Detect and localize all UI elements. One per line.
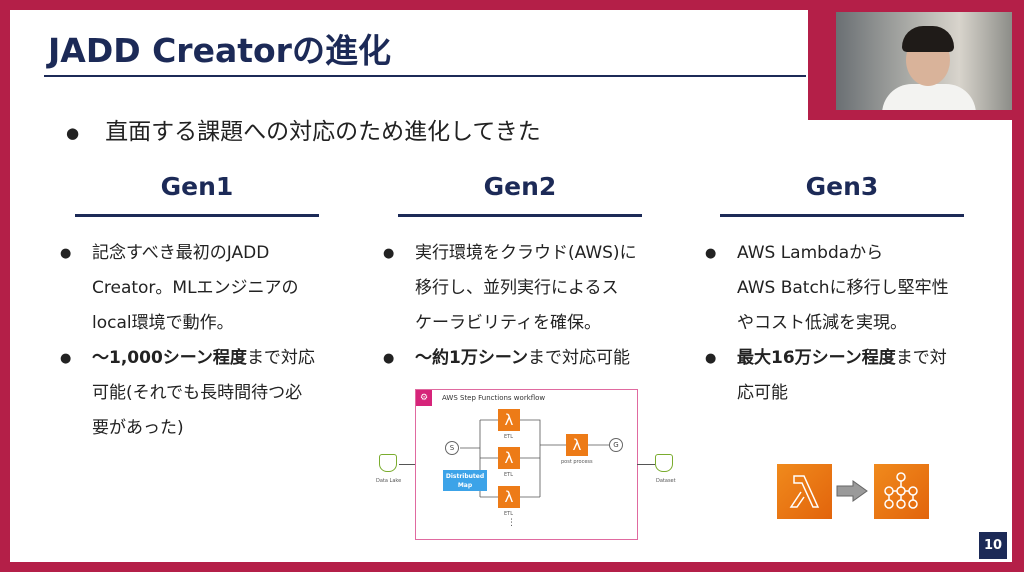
gen-description: ●実行環境をクラウド(AWS)に移行し、並列実行によるスケーラビリティを確保。 … <box>383 236 673 376</box>
dataset-label: Dataset <box>656 478 676 484</box>
text-line: Creator。MLエンジニアの <box>92 278 299 298</box>
text-line: やコスト低減を実現。 <box>737 313 907 333</box>
bullet: ● <box>705 246 717 261</box>
gen-heading: Gen1 <box>160 172 234 201</box>
text-line: local環境で動作。 <box>92 313 234 333</box>
post-process-label: post process <box>561 459 593 465</box>
highlight: 最大16万シーン程度 <box>737 348 896 368</box>
text-line: 実行環境をクラウド(AWS)に <box>415 243 637 263</box>
gen-divider <box>75 214 319 217</box>
text-line: 記念すべき最初のJADD <box>92 243 270 263</box>
text-line: 移行し、並列実行によるス <box>415 278 619 298</box>
more-dots: ⋮ <box>507 518 516 528</box>
etl-label: ETL <box>504 511 513 517</box>
title-divider <box>44 75 806 77</box>
diagram-title: AWS Step Functions workflow <box>442 394 546 402</box>
bullet: ● <box>383 246 395 261</box>
lead-bullet: ●直面する課題への対応のため進化してきた <box>66 119 541 145</box>
etl-label: ETL <box>504 472 513 478</box>
webcam-video <box>836 12 1012 110</box>
goal-node: G <box>609 438 623 452</box>
text-line: 応可能 <box>737 383 788 403</box>
highlight: 〜1,000シーン程度 <box>92 348 247 368</box>
start-node: S <box>445 441 459 455</box>
text: まで対応可能 <box>527 348 630 368</box>
highlight: 〜約1万シーン <box>415 348 528 368</box>
text-line: ケーラビリティを確保。 <box>415 313 601 333</box>
bucket-icon <box>379 454 397 472</box>
step-functions-icon: ⚙ <box>416 390 432 406</box>
bullet: ● <box>60 246 72 261</box>
data-lake-label: Data Lake <box>376 478 402 484</box>
aws-lambda-icon <box>777 464 832 519</box>
lambda-icon: λ <box>498 447 520 469</box>
bullet: ● <box>705 351 717 366</box>
gen-heading: Gen2 <box>483 172 557 201</box>
text: まで対 <box>895 348 947 368</box>
arrow-right-icon <box>836 480 868 502</box>
lambda-icon: λ <box>566 434 588 456</box>
page-number: 10 <box>979 532 1007 559</box>
text-line: AWS Batchに移行し堅牢性 <box>737 278 949 298</box>
step-functions-diagram: ⚙ AWS Step Functions workflow S G λ ETL … <box>415 389 638 540</box>
distributed-map-label: Distributed Map <box>443 470 487 491</box>
bullet: ● <box>60 351 72 366</box>
text: まで対応 <box>246 348 315 368</box>
aws-batch-icon <box>874 464 929 519</box>
slide-title: JADD Creatorの進化 <box>48 31 391 70</box>
gen-description: ● 記念すべき最初のJADD Creator。MLエンジニアの local環境で動作。… <box>60 236 350 446</box>
gen-divider <box>398 214 642 217</box>
gen-divider <box>720 214 964 217</box>
bucket-icon <box>655 454 673 472</box>
lambda-icon: λ <box>498 486 520 508</box>
gen-heading: Gen3 <box>805 172 879 201</box>
lambda-icon: λ <box>498 409 520 431</box>
etl-label: ETL <box>504 434 513 440</box>
text-line: AWS Lambdaから <box>737 243 884 263</box>
text-line: 要があった) <box>92 418 184 438</box>
bullet: ● <box>383 351 395 366</box>
text-line: 可能(それでも長時間待つ必 <box>92 383 303 403</box>
